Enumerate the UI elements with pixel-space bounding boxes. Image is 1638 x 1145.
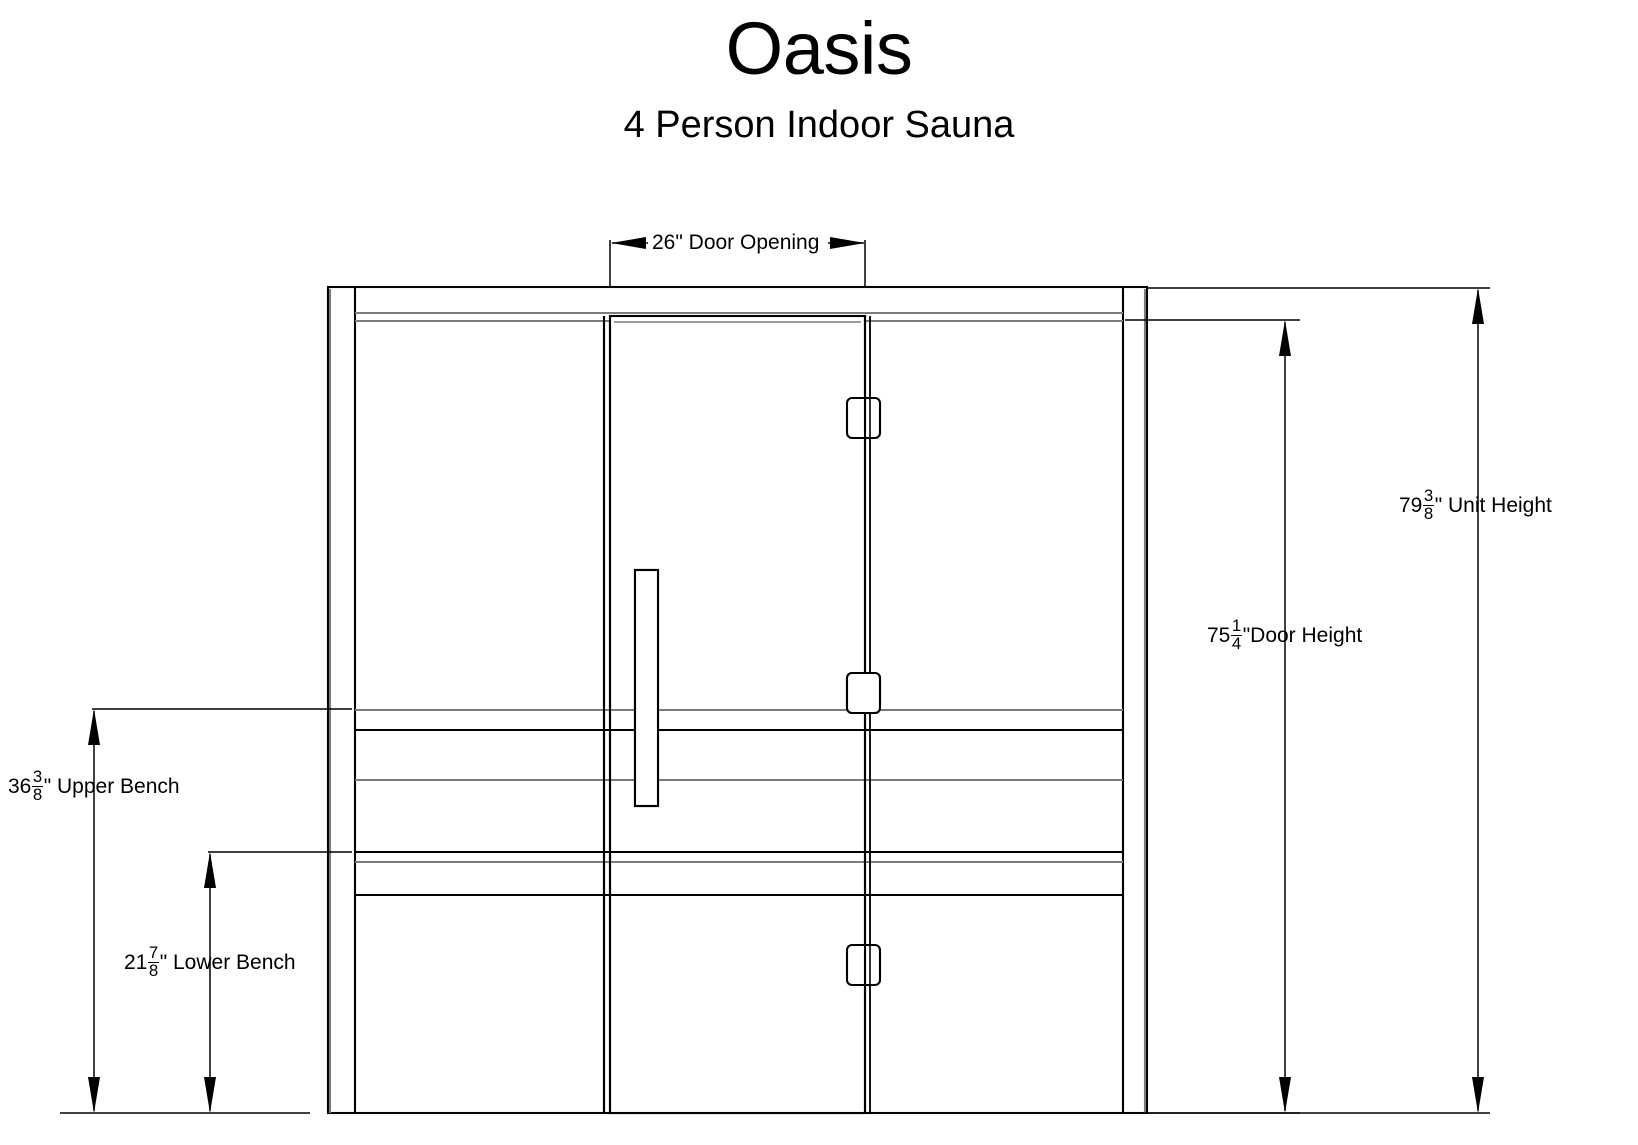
upper-bench-numerator: 3	[31, 767, 44, 788]
unit-height-denominator: 8	[1423, 504, 1434, 524]
lower-bench-suffix: " Lower Bench	[159, 950, 296, 974]
door-opening-text: 26" Door Opening	[652, 231, 820, 254]
door-height-suffix: "Door Height	[1242, 623, 1363, 647]
page-title: Oasis	[725, 7, 913, 90]
upper-bench	[355, 708, 1123, 782]
door-height-whole: 75	[1207, 623, 1231, 647]
unit-height-suffix: " Unit Height	[1434, 493, 1552, 517]
lower-bench	[355, 850, 1123, 897]
page-subtitle: 4 Person Indoor Sauna	[623, 104, 1015, 146]
door-opening-dimension	[609, 237, 866, 300]
lower-bench-denominator: 8	[148, 961, 159, 981]
lower-bench-dimension	[204, 851, 352, 1113]
unit-height-numerator: 3	[1422, 486, 1435, 507]
door-height-numerator: 1	[1230, 616, 1243, 637]
upper-bench-denominator: 8	[32, 785, 43, 805]
door-height-denominator: 4	[1231, 634, 1242, 654]
unit-height-dimension	[1148, 287, 1490, 1114]
lower-bench-numerator: 7	[147, 943, 160, 964]
door-height-dimension	[1125, 319, 1300, 1114]
upper-bench-whole: 36	[8, 774, 32, 798]
door-hinge-bottom	[845, 943, 882, 987]
upper-bench-dimension	[60, 708, 352, 1114]
unit-height-whole: 79	[1399, 493, 1423, 517]
door-opening-label: 26" Door Opening	[652, 232, 819, 253]
sauna-cabinet	[326, 285, 1149, 1115]
lower-bench-whole: 21	[124, 950, 148, 974]
door-hinge-top	[845, 396, 882, 440]
upper-bench-suffix: " Upper Bench	[43, 774, 180, 798]
